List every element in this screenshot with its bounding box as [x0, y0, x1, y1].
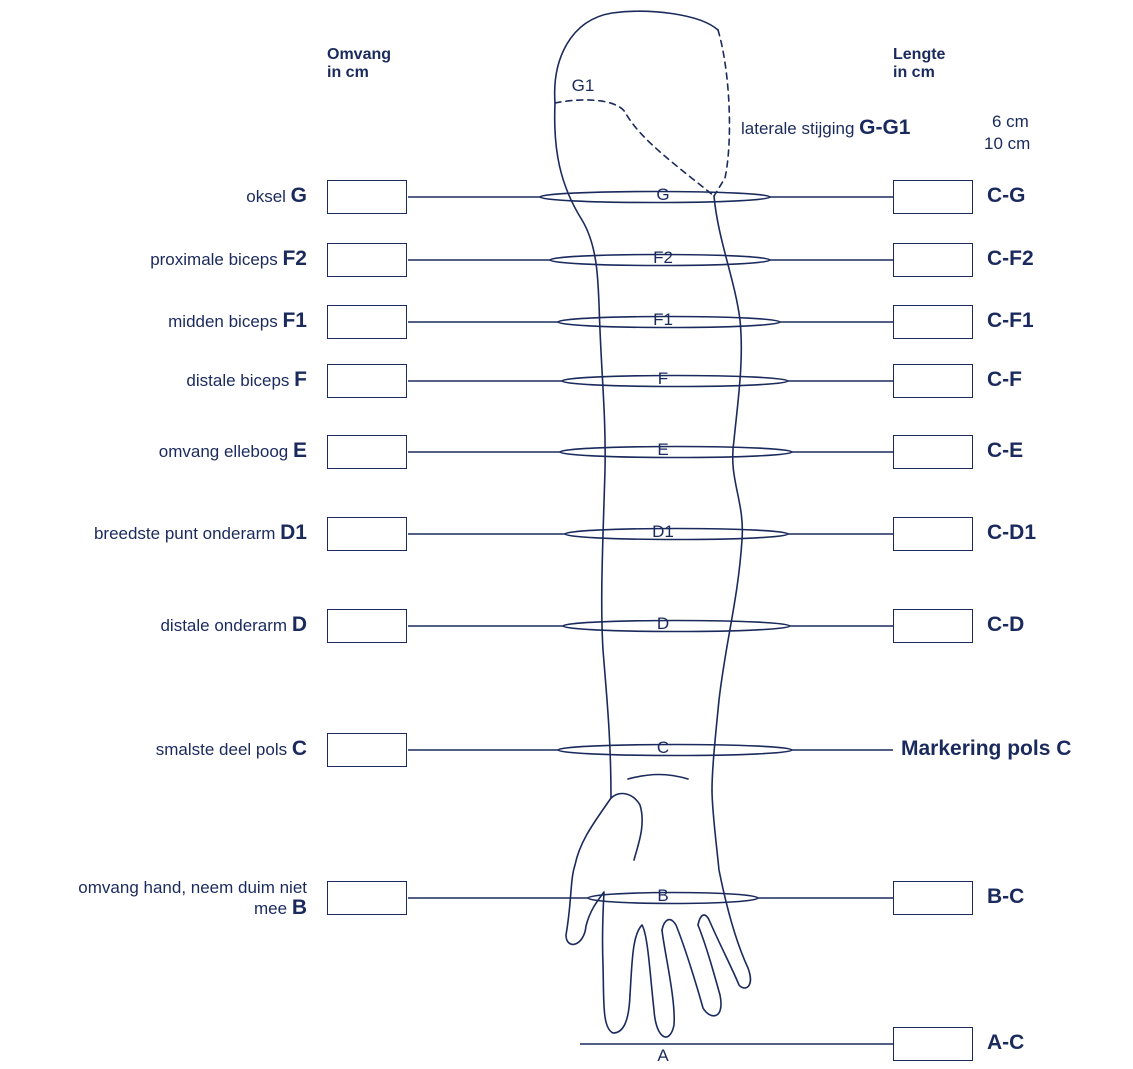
length-label: C-E	[987, 441, 1023, 461]
left-label-line-1: omvang hand, neem duim niet	[78, 878, 307, 898]
circumference-input[interactable]	[327, 364, 407, 398]
center-label: F2	[653, 248, 673, 268]
length-label: C-F	[987, 370, 1022, 390]
length-input[interactable]	[893, 517, 973, 551]
left-label-line-2: mee B	[78, 898, 307, 919]
center-label: B	[657, 886, 668, 906]
lateral-option-6[interactable]: 6 cm	[992, 112, 1029, 132]
length-input[interactable]	[893, 435, 973, 469]
length-input[interactable]	[893, 180, 973, 214]
left-label: omvang elleboog E	[159, 441, 307, 462]
length-input[interactable]	[893, 609, 973, 643]
length-label: C-D1	[987, 523, 1036, 543]
length-label: C-F2	[987, 249, 1034, 269]
center-label: D	[657, 614, 669, 634]
left-label: proximale biceps F2	[150, 249, 307, 270]
left-header: Omvang in cm	[327, 46, 391, 82]
left-label: distale biceps F	[186, 370, 307, 391]
ring-5	[560, 447, 792, 458]
length-input[interactable]	[893, 1027, 973, 1061]
left-label-code: F1	[282, 309, 307, 332]
ring-7	[563, 621, 790, 632]
center-label: E	[657, 440, 668, 460]
wrist-marker-label: Markering pols C	[901, 739, 1071, 759]
length-label: C-G	[987, 186, 1026, 206]
length-label: A-C	[987, 1033, 1024, 1053]
lateral-rise: laterale stijging G-G1	[741, 118, 910, 139]
left-label-code: F2	[282, 247, 307, 270]
left-header-line-1: Omvang	[327, 46, 391, 64]
length-input[interactable]	[893, 243, 973, 277]
center-label: D1	[652, 522, 674, 542]
left-label: midden biceps F1	[168, 311, 307, 332]
lateral-option-10[interactable]: 10 cm	[984, 134, 1030, 154]
left-label: smalste deel pols C	[156, 739, 307, 760]
circumference-input[interactable]	[327, 881, 407, 915]
left-header-line-2: in cm	[327, 64, 391, 82]
left-label-code: G	[291, 184, 307, 207]
left-label-text: smalste deel pols	[156, 740, 287, 759]
left-label-code: C	[292, 737, 307, 760]
left-label: distale onderarm D	[160, 615, 307, 636]
left-label: oksel G	[246, 186, 307, 207]
circumference-input[interactable]	[327, 609, 407, 643]
center-label: G	[656, 185, 669, 205]
left-label-text: breedste punt onderarm	[94, 524, 275, 543]
ring-6	[565, 529, 788, 540]
left-label: breedste punt onderarm D1	[94, 523, 307, 544]
left-label-text: distale biceps	[186, 371, 289, 390]
lateral-rise-text: laterale stijging	[741, 119, 854, 138]
left-label-text: omvang elleboog	[159, 442, 288, 461]
left-label-code: D1	[280, 521, 307, 544]
left-label-text: oksel	[246, 187, 286, 206]
length-input[interactable]	[893, 881, 973, 915]
right-header-line-2: in cm	[893, 64, 945, 82]
center-label: F	[658, 369, 668, 389]
length-input[interactable]	[893, 364, 973, 398]
g1-label: G1	[572, 76, 595, 96]
ring-9	[588, 893, 758, 904]
right-header: Lengte in cm	[893, 46, 945, 82]
right-header-line-1: Lengte	[893, 46, 945, 64]
length-label: C-D	[987, 615, 1024, 635]
left-label-code: B	[292, 896, 307, 919]
circumference-input[interactable]	[327, 305, 407, 339]
lateral-rise-code: G-G1	[859, 116, 910, 139]
left-label-text: distale onderarm	[160, 616, 287, 635]
center-label: F1	[653, 310, 673, 330]
ring-4	[562, 376, 788, 387]
center-label: A	[657, 1046, 668, 1066]
circumference-input[interactable]	[327, 517, 407, 551]
length-label: C-F1	[987, 311, 1034, 331]
circumference-input[interactable]	[327, 243, 407, 277]
circumference-input[interactable]	[327, 435, 407, 469]
ring-8	[558, 745, 792, 756]
length-label: B-C	[987, 887, 1024, 907]
circumference-input[interactable]	[327, 733, 407, 767]
left-label-code: E	[293, 439, 307, 462]
left-label-code: D	[292, 613, 307, 636]
left-label-text: midden biceps	[168, 312, 278, 331]
left-label-text: mee	[254, 899, 287, 918]
length-input[interactable]	[893, 305, 973, 339]
left-label-text: proximale biceps	[150, 250, 278, 269]
left-label-code: F	[294, 368, 307, 391]
ring-1	[540, 192, 770, 203]
center-label: C	[657, 738, 669, 758]
circumference-input[interactable]	[327, 180, 407, 214]
